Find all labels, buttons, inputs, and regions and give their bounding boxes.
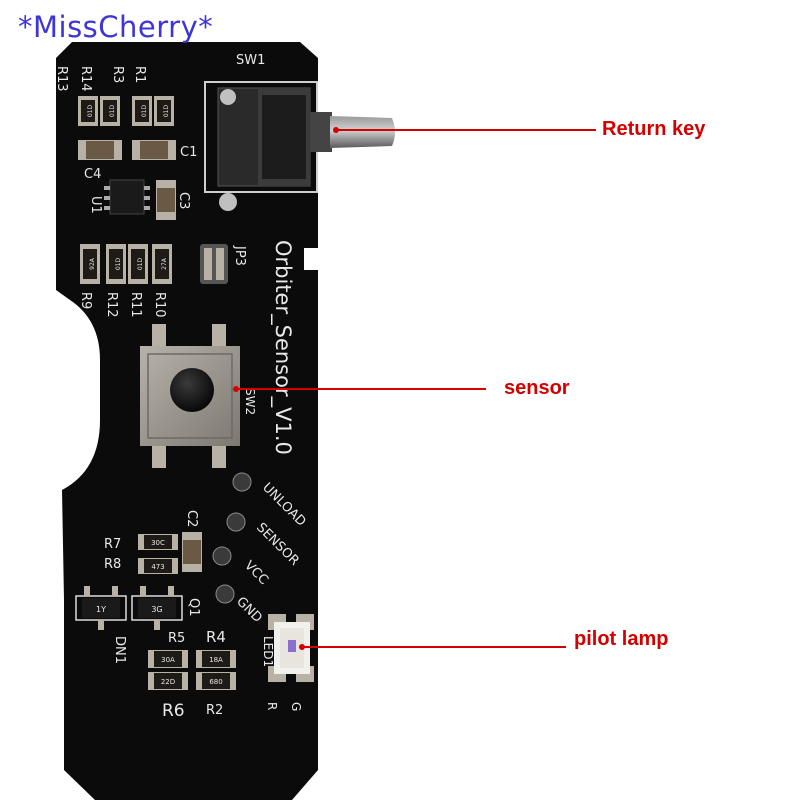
return-key-shaft (330, 116, 395, 148)
svg-text:27A: 27A (161, 257, 168, 270)
svg-text:01D: 01D (87, 104, 94, 117)
sw1-label: SW1 (236, 53, 265, 68)
callout-return-key: Return key (602, 118, 706, 140)
jp3-label: JP3 (232, 245, 247, 266)
pin-header (212, 472, 252, 604)
c2-label: C2 (184, 510, 199, 527)
r2-label: R2 (206, 703, 223, 718)
led-g-label: G (289, 702, 303, 711)
svg-text:3G: 3G (151, 605, 162, 614)
svg-text:18A: 18A (209, 656, 223, 664)
capacitor-c2 (182, 532, 202, 572)
svg-text:01D: 01D (115, 257, 122, 270)
svg-text:92A: 92A (89, 257, 96, 270)
u1-chip (104, 179, 150, 215)
r13-label: R13 (54, 66, 69, 92)
return-key-switch (204, 81, 395, 211)
r4-label: R4 (206, 628, 226, 646)
svg-text:473: 473 (151, 563, 164, 571)
r3-label: R3 (110, 66, 125, 83)
r9-label: R9 (78, 292, 93, 309)
callout-sensor: sensor (504, 377, 570, 399)
r6-label: R6 (162, 701, 185, 721)
r5-label: R5 (168, 631, 185, 646)
transistor-q1: 3G (131, 586, 183, 630)
bottom-resistors: 30A 18A 22D 680 (148, 650, 236, 690)
sw2-label: SW2 (243, 388, 257, 415)
svg-text:30A: 30A (161, 656, 175, 664)
sensor-button (170, 368, 214, 412)
r1-label: R1 (132, 66, 147, 83)
svg-text:680: 680 (209, 678, 222, 686)
callout-pilot-lamp: pilot lamp (574, 628, 669, 650)
resistors-r7-r8: 30C 473 (138, 534, 178, 574)
transistor-dn1: 1Y (75, 586, 127, 630)
top-resistors: 01D 01D 01D 01D (78, 96, 174, 126)
svg-text:1Y: 1Y (96, 605, 106, 614)
c1-label: C1 (180, 145, 197, 160)
middle-resistors: 92A 01D 01D 27A (80, 244, 172, 284)
svg-text:22D: 22D (161, 678, 175, 686)
r14-label: R14 (78, 66, 93, 92)
r11-label: R11 (128, 292, 143, 318)
capacitor-c4 (78, 140, 122, 160)
dn1-label: DN1 (112, 636, 127, 664)
svg-text:30C: 30C (151, 539, 165, 547)
u1-label: U1 (88, 196, 103, 214)
watermark: *MissCherry* (18, 10, 214, 44)
r8-label: R8 (104, 557, 121, 572)
r7-label: R7 (104, 537, 121, 552)
capacitor-c1 (132, 140, 176, 160)
r10-label: R10 (152, 292, 167, 318)
sensor-switch (140, 324, 240, 468)
c3-label: C3 (176, 192, 191, 209)
svg-text:01D: 01D (163, 104, 170, 117)
board-title: Orbiter_Sensor_V1.0 (270, 240, 295, 455)
r12-label: R12 (104, 292, 119, 318)
svg-text:01D: 01D (141, 104, 148, 117)
led-r-label: R (265, 702, 279, 710)
led1-label: LED1 (261, 636, 275, 667)
capacitor-c3 (156, 180, 176, 220)
svg-text:01D: 01D (137, 257, 144, 270)
q1-label: Q1 (186, 598, 201, 617)
svg-text:01D: 01D (109, 104, 116, 117)
c4-label: C4 (84, 167, 101, 182)
jp3-pads (200, 244, 228, 284)
